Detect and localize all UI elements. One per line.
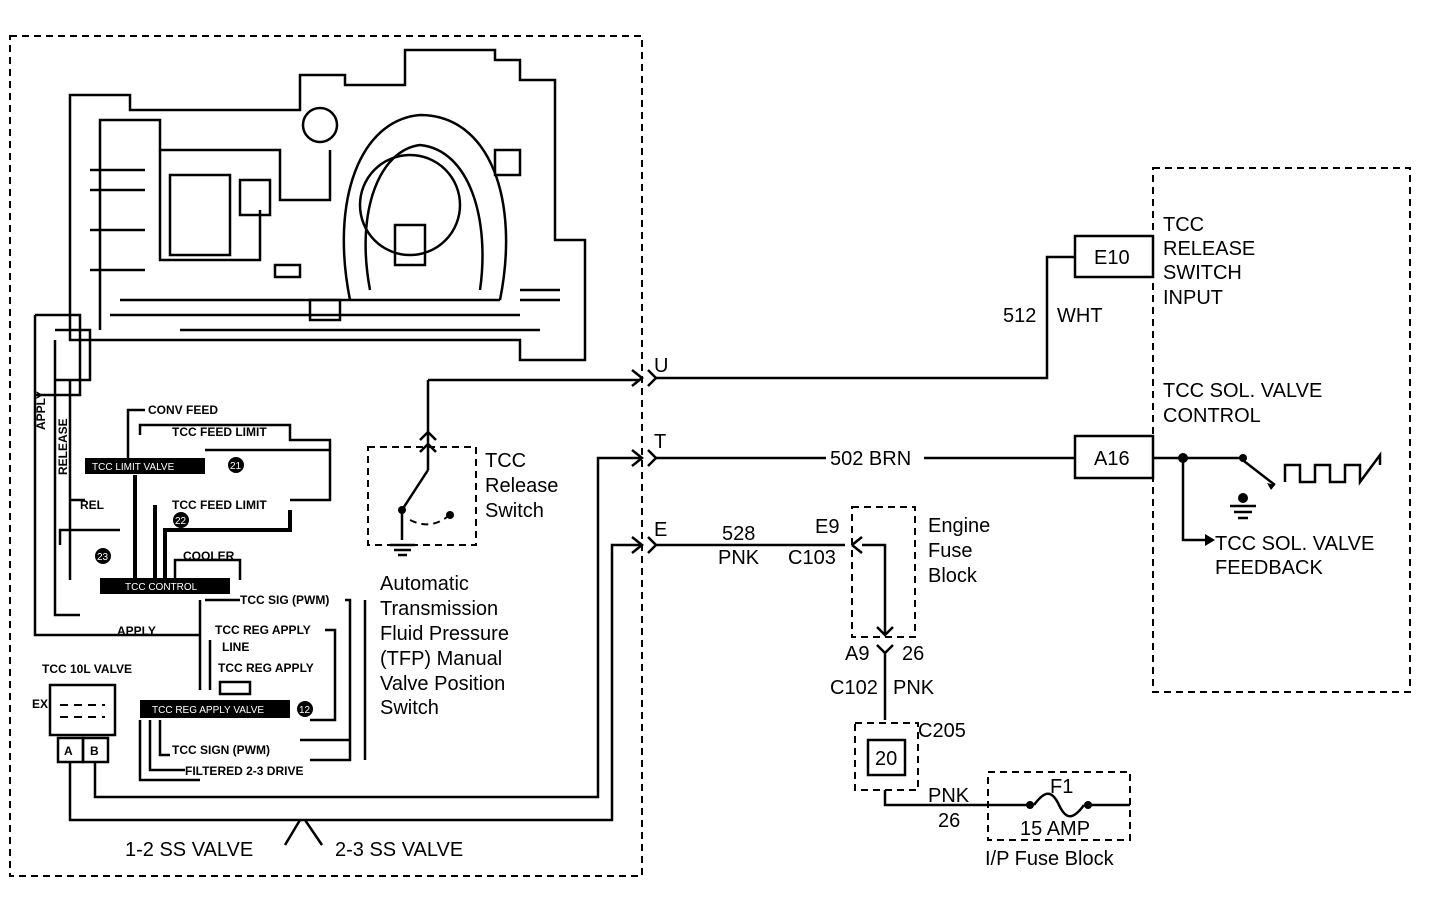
tfp-label-line: Switch: [380, 697, 439, 719]
apply-label: APPLY: [117, 624, 156, 638]
connector-chevrons: [631, 369, 658, 554]
wire-528-color: PNK: [718, 547, 760, 569]
wire-528-pnk: [656, 536, 863, 554]
wire-26-label: 26: [938, 810, 960, 832]
pcm-box: [1152, 167, 1411, 693]
sol-feedback-label: FEEDBACK: [1215, 557, 1323, 579]
tcc-reg-apply-label-2: TCC REG APPLY: [218, 661, 314, 675]
wire-t-internal: [93, 456, 640, 799]
tcc-reg-apply-valve: [140, 700, 290, 718]
connector-u-label: U: [654, 355, 668, 377]
ss-valve-1-2-label: 1-2 SS VALVE: [125, 839, 253, 861]
release-input-label: SWITCH: [1163, 262, 1242, 284]
ref-22: 22: [175, 516, 187, 527]
connector-t-label: T: [654, 431, 666, 453]
engine-fuse-label: Fuse: [928, 540, 972, 562]
e9-label: E9: [815, 516, 839, 538]
tcc-reg-apply-valve-label: TCC REG APPLY VALVE: [152, 705, 264, 716]
pnk-c102-label: PNK: [893, 677, 935, 699]
ref-23: 23: [97, 552, 109, 563]
fuse-rating-label: 15 AMP: [1020, 818, 1090, 840]
release-switch-label: Switch: [485, 500, 544, 522]
c102-label: C102: [830, 677, 878, 699]
filtered-drive-label: FILTERED 2-3 DRIVE: [185, 764, 303, 778]
tcc-release-switch: [400, 378, 640, 540]
ref-21: 21: [230, 461, 242, 472]
engine-fuse-block-box: [851, 506, 916, 638]
driver-circuit: [1153, 451, 1382, 546]
c205-box: [854, 722, 919, 791]
pin-26-label: 26: [902, 643, 924, 665]
a16-label: A16: [1094, 448, 1130, 470]
ss-valve-2-3-label: 2-3 SS VALVE: [335, 839, 463, 861]
tcc-limit-valve: [85, 458, 205, 474]
pwm-waveform-icon: [1283, 451, 1382, 486]
tcc-release-switch-box: [367, 446, 477, 546]
wire-512-wht: [656, 255, 1075, 380]
tcc-10l-valve: [48, 683, 117, 737]
e10-label: E10: [1094, 247, 1130, 269]
a9-label: A9: [845, 643, 869, 665]
ip-fuse-block-box: [987, 771, 1131, 841]
c205-label: C205: [918, 720, 966, 742]
cooler-label: COOLER: [183, 549, 235, 563]
tcc-feed-limit-label-1: TCC FEED LIMIT: [172, 425, 267, 439]
tfp-label-line: Transmission: [380, 598, 498, 620]
engine-fuse-wire: [862, 543, 894, 720]
tfp-label-line: (TFP) Manual: [380, 648, 502, 670]
pin-b: B: [90, 744, 99, 758]
tcc-feed-limit-label-2: TCC FEED LIMIT: [172, 498, 267, 512]
c205-pin: 20: [875, 748, 897, 770]
tcc-sig-pwm-label: TCC SIG (PWM): [240, 593, 329, 607]
release-vertical-label: RELEASE: [56, 418, 70, 475]
release-input-label: RELEASE: [1163, 238, 1255, 260]
ground-icon: [390, 543, 415, 557]
tfp-label-line: Automatic: [380, 573, 469, 595]
wire-512-number: 512: [1003, 305, 1036, 327]
tfp-label-line: Fluid Pressure: [380, 623, 509, 645]
release-input-label: TCC: [1163, 214, 1204, 236]
sol-control-label: TCC SOL. VALVE: [1163, 380, 1322, 402]
tfp-label-line: Valve Position: [380, 673, 505, 695]
release-input-label: INPUT: [1163, 287, 1223, 309]
transmission-boundary: [9, 35, 643, 877]
c103-label: C103: [788, 547, 836, 569]
connector-e-label: E: [654, 519, 667, 541]
wire-e-internal: [68, 543, 640, 822]
c205-pin-box: [866, 738, 907, 777]
engine-fuse-label: Engine: [928, 515, 990, 537]
ip-fuse-block-label: I/P Fuse Block: [985, 848, 1115, 870]
wire-528-number: 528: [722, 523, 755, 545]
release-switch-label: Release: [485, 475, 558, 497]
rel-label: REL: [80, 498, 104, 512]
wire-pnk-26: [883, 790, 1130, 807]
tcc-reg-apply-label-1: TCC REG APPLY: [215, 623, 311, 637]
wire-512-color: WHT: [1057, 305, 1103, 327]
tcc-control-valve: [100, 578, 230, 594]
sol-control-label: CONTROL: [1163, 405, 1261, 427]
ref-12: 12: [299, 705, 311, 716]
tcc-sign-pwm-label: TCC SIGN (PWM): [172, 743, 270, 757]
pin-a: A: [64, 744, 73, 758]
tcc-control-label: TCC CONTROL: [125, 582, 198, 593]
e10-terminal: [1073, 234, 1155, 279]
line-label: LINE: [222, 640, 249, 654]
wire-502-label: 502 BRN: [830, 448, 911, 470]
tcc-10l-valve-label: TCC 10L VALVE: [42, 662, 132, 676]
ex-label: EX: [32, 697, 48, 711]
tcc-limit-valve-label: TCC LIMIT VALVE: [92, 462, 175, 473]
fuse-icon: [1026, 792, 1092, 818]
engine-fuse-label: Block: [928, 565, 978, 587]
fuse-f1-label: F1: [1050, 776, 1073, 798]
tfp-switch-label: Automatic Transmission Fluid Pressure (T…: [380, 573, 509, 719]
apply-vertical-label: APPLY: [34, 391, 48, 430]
release-switch-label: TCC: [485, 450, 526, 472]
transmission-illustration: [35, 48, 587, 397]
hydraulic-circuit: APPLY RELEASE TCC LIMIT VALVE CONV FEED …: [32, 315, 367, 782]
sol-feedback-label: TCC SOL. VALVE: [1215, 533, 1374, 555]
pnk-bottom-label: PNK: [928, 785, 970, 807]
conv-feed-label: CONV FEED: [148, 403, 218, 417]
ss-valve-arrows: [283, 819, 324, 846]
